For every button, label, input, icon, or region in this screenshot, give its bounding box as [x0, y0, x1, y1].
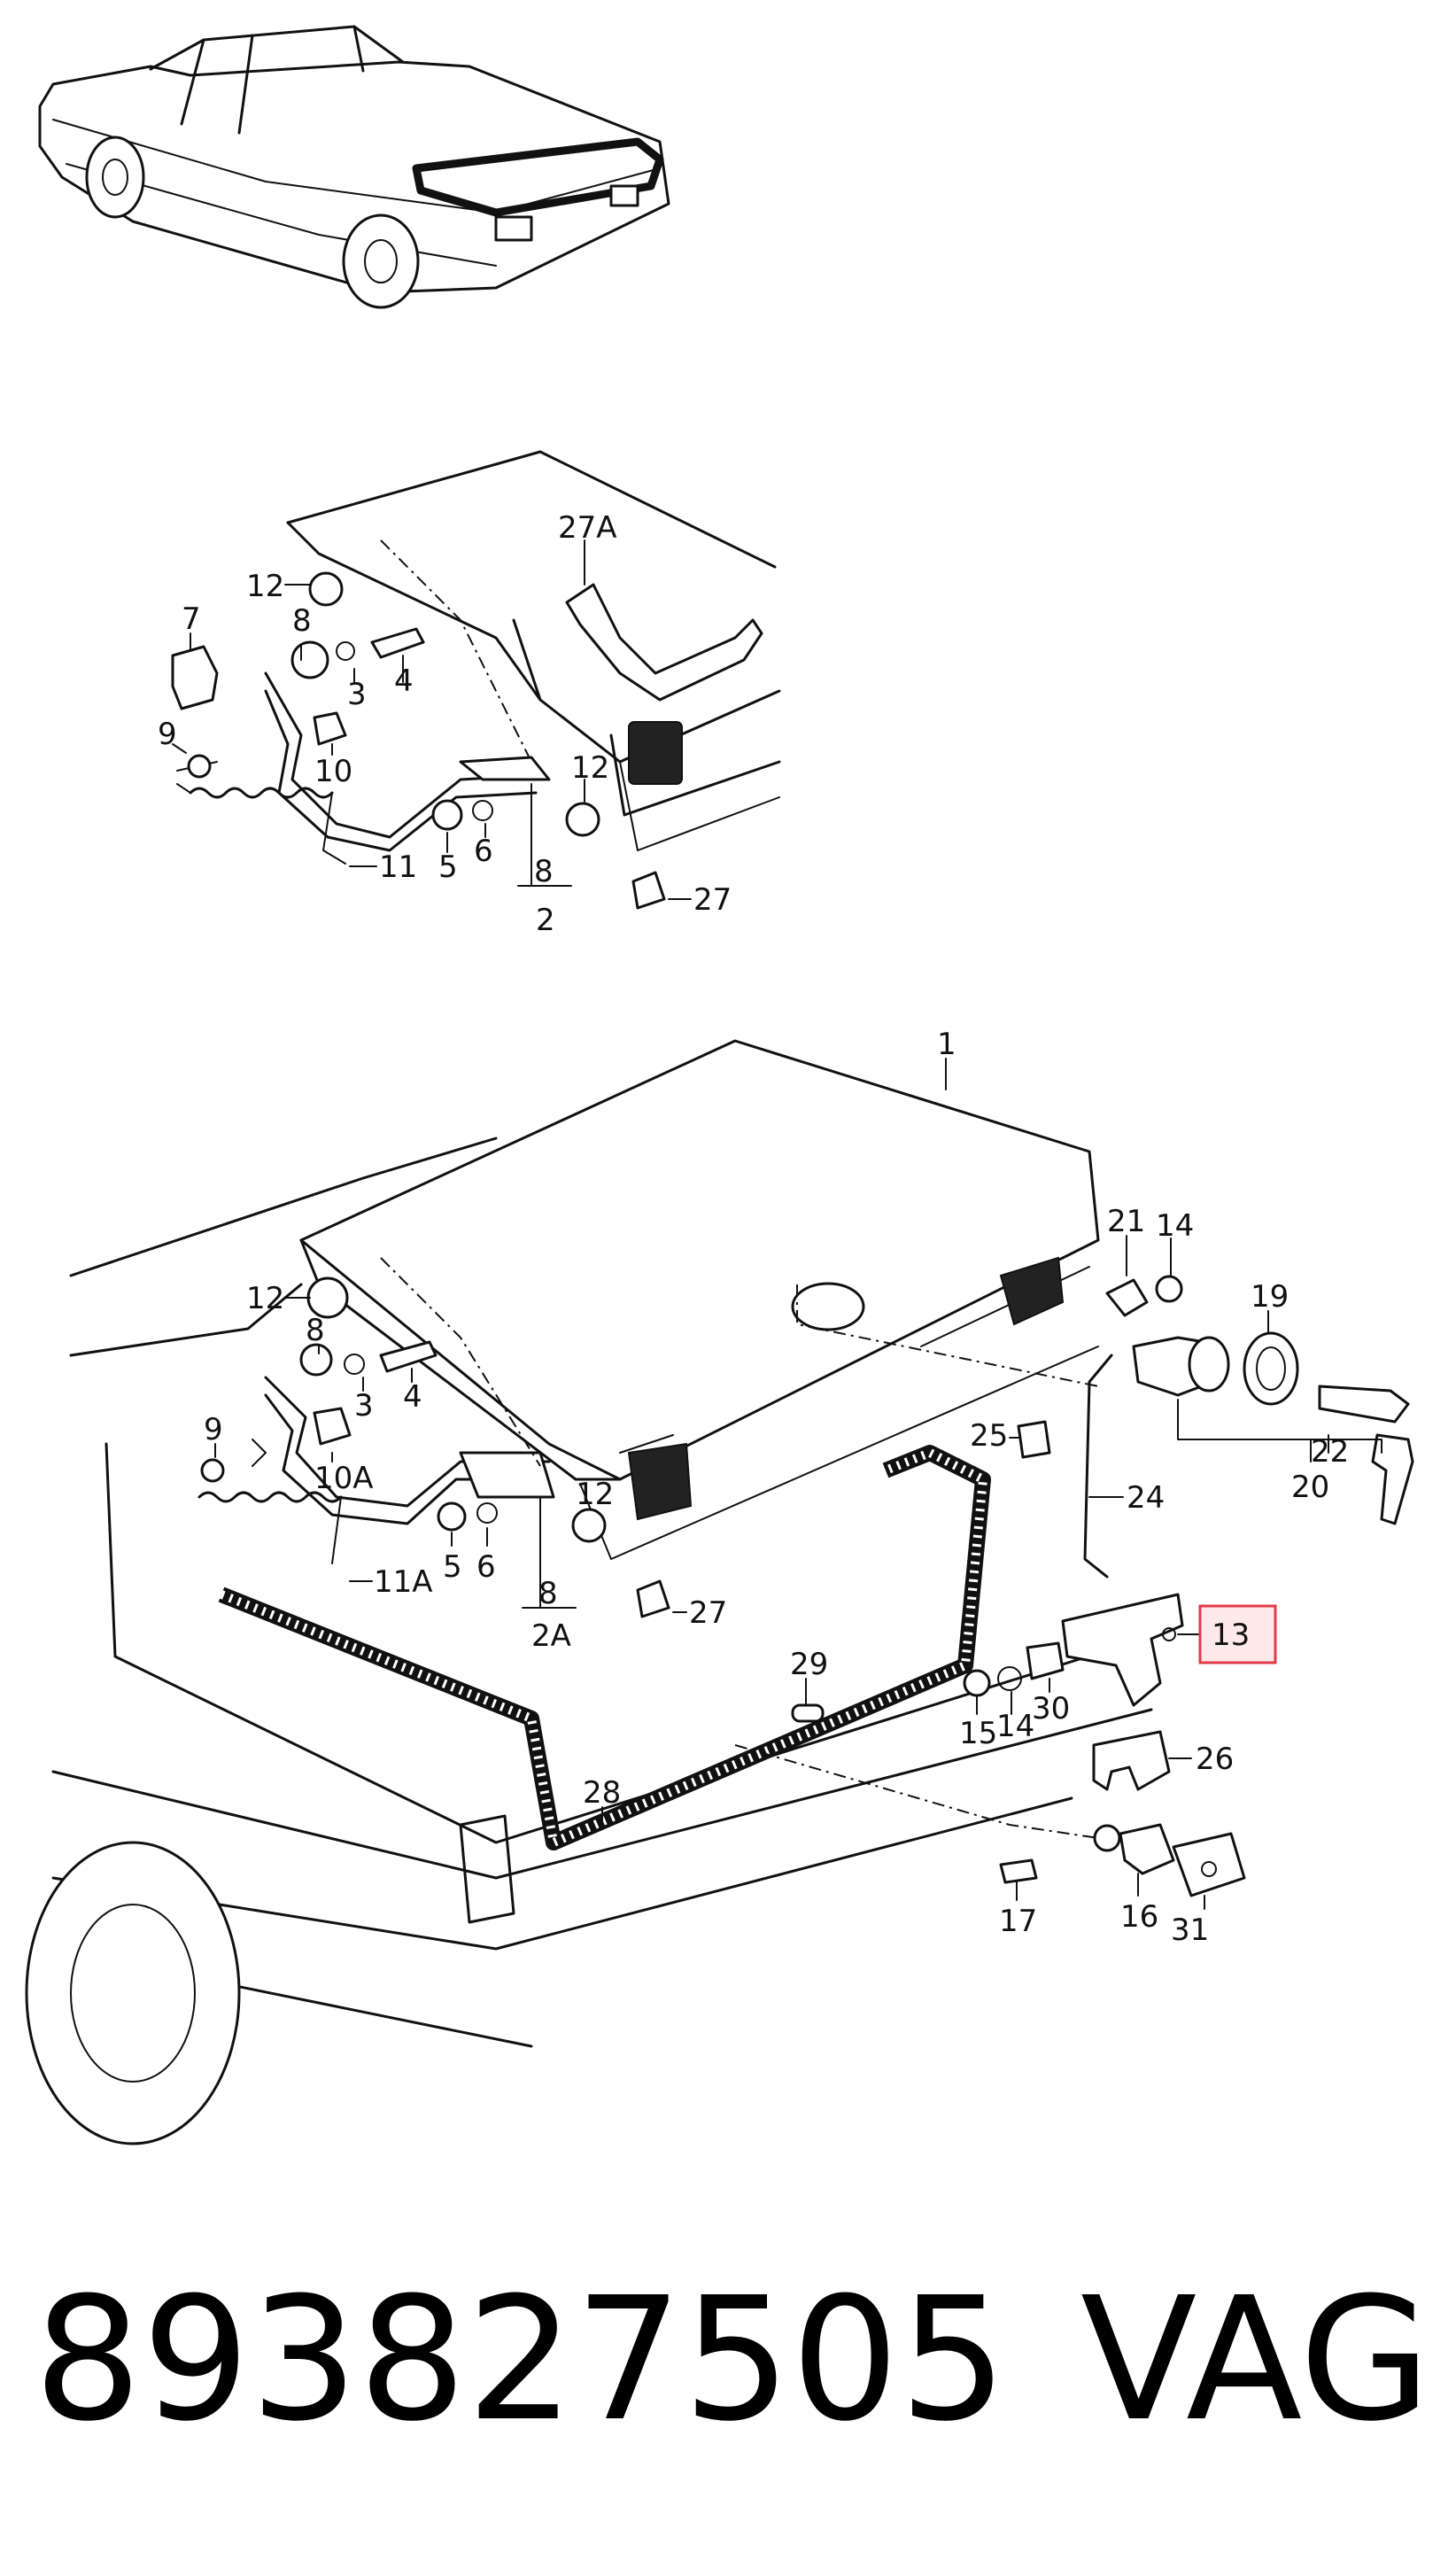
- callout-30: 30: [1032, 1691, 1070, 1726]
- callout-9: 9: [204, 1412, 223, 1447]
- callout-12: 12: [576, 1477, 614, 1512]
- callout-12: 12: [246, 1281, 284, 1316]
- trunk-detail-main: [25, 1039, 1414, 2145]
- callout-17: 17: [999, 1904, 1037, 1939]
- callout-labels-main: 1 12 8 3 4 9 10A 11A 5 6 12 8 2A 27 21 1…: [204, 1027, 1349, 1948]
- callout-12: 12: [246, 569, 284, 604]
- callout-21: 21: [1107, 1204, 1145, 1239]
- callout-19: 19: [1251, 1279, 1289, 1315]
- callout-15: 15: [959, 1716, 997, 1751]
- callout-10A: 10A: [314, 1461, 374, 1496]
- callout-31: 31: [1171, 1912, 1209, 1948]
- callout-5: 5: [443, 1549, 462, 1585]
- callout-2: 2: [536, 903, 555, 938]
- callout-6: 6: [474, 834, 493, 869]
- callout-6: 6: [476, 1549, 496, 1585]
- highlight-box-13: [1198, 1604, 1277, 1664]
- callout-27A: 27A: [558, 510, 617, 546]
- hinge-detail-top: [171, 450, 781, 910]
- callout-12: 12: [571, 750, 609, 786]
- callout-3: 3: [347, 677, 367, 712]
- brand-label: VAG: [1080, 2262, 1431, 2459]
- callout-28: 28: [583, 1775, 621, 1811]
- callout-20: 20: [1291, 1470, 1329, 1505]
- callout-25: 25: [970, 1418, 1008, 1454]
- callout-5: 5: [438, 850, 458, 885]
- callout-11A: 11A: [374, 1564, 433, 1600]
- callout-4: 4: [403, 1379, 422, 1415]
- part-number: 893827505: [34, 2262, 1008, 2459]
- callout-8: 8: [538, 1576, 558, 1611]
- callout-22: 22: [1311, 1434, 1349, 1470]
- callout-16: 16: [1120, 1899, 1158, 1935]
- callout-27: 27: [689, 1595, 727, 1631]
- callout-8: 8: [306, 1313, 325, 1348]
- callout-14: 14: [996, 1709, 1034, 1744]
- callout-9: 9: [158, 717, 177, 752]
- callout-2A: 2A: [531, 1618, 571, 1654]
- callout-labels-top: 27A 12 7 8 3 4 9 10 12 11 5 6 8 27 2: [158, 510, 732, 938]
- callout-11: 11: [379, 850, 417, 885]
- callout-26: 26: [1196, 1742, 1234, 1777]
- callout-8: 8: [292, 603, 312, 639]
- callout-24: 24: [1127, 1480, 1165, 1516]
- leader-lines: [172, 539, 1382, 1910]
- callout-14: 14: [1156, 1208, 1194, 1244]
- callout-1: 1: [937, 1027, 956, 1062]
- callout-29: 29: [790, 1647, 828, 1682]
- callout-4: 4: [394, 663, 414, 699]
- callout-27: 27: [693, 882, 732, 918]
- callout-7: 7: [182, 601, 201, 637]
- callout-3: 3: [354, 1388, 374, 1424]
- callout-8: 8: [534, 854, 554, 889]
- car-thumbnail: [38, 25, 670, 309]
- callout-13: 13: [1212, 1618, 1250, 1653]
- callout-10: 10: [314, 754, 352, 789]
